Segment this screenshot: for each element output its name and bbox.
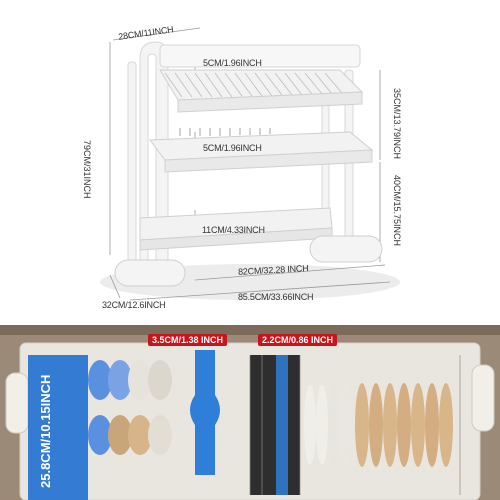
height-total-label: 79CM/31INCH	[82, 140, 92, 199]
bowls	[88, 360, 172, 455]
right-slot-callout: 2.2CM/0.86 INCH	[258, 334, 338, 346]
plates	[304, 383, 453, 467]
bottom-gap-label: 11CM/4.33INCH	[202, 225, 265, 235]
left-slot-callout: 3.5CM/1.38 INCH	[148, 334, 228, 346]
side-depth-highlight	[28, 355, 88, 500]
side-depth-label: 25.8CM/10.15INCH	[38, 374, 53, 488]
shelf-gap-top-label: 5CM/1.96INCH	[203, 58, 262, 68]
depth-label: 32CM/12.6INCH	[102, 300, 166, 310]
lower-tier-height-label: 40CM/15.75INCH	[392, 175, 402, 247]
upper-tier-height-label: 35CM/13.79INCH	[392, 88, 402, 160]
top-shelf	[159, 44, 364, 113]
total-width-label: 85.5CM/33.66INCH	[238, 292, 314, 302]
shelf-gap-middle-label: 5CM/1.96INCH	[203, 143, 262, 153]
slot-highlight	[276, 355, 288, 495]
middle-shelf	[149, 128, 374, 173]
rack-feet	[114, 235, 383, 287]
utensil-divider	[190, 350, 220, 475]
rack-product-illustration	[100, 27, 400, 301]
dish-rack-top-view-photo	[0, 325, 500, 500]
